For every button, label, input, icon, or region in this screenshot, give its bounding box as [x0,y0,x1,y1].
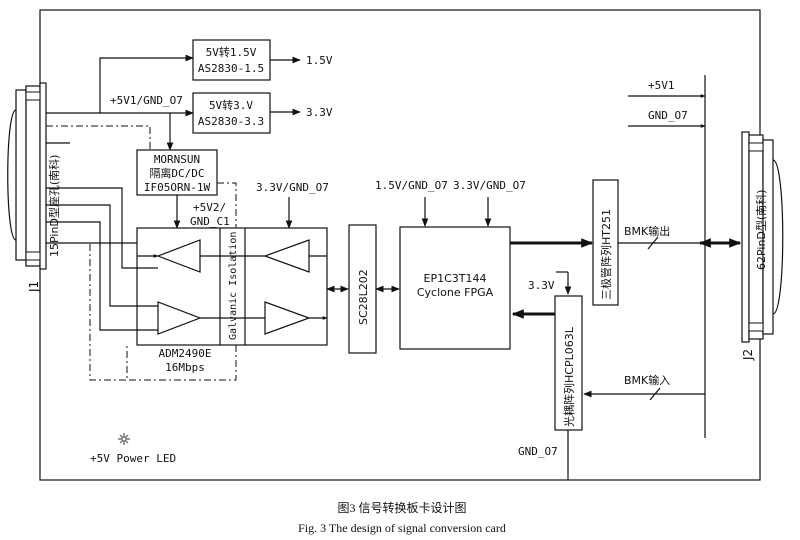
j1-connector [7,82,47,270]
j2-connector-label: 62PinD型(南科) [754,190,768,270]
reg-3v3-output: 3.3V [306,106,333,119]
power-led-icon [118,433,130,445]
adm-name: ADM2490E [159,347,212,360]
dcdc-box [136,149,218,196]
opto-array-label: 光耦阵列HCPL063L [562,326,576,427]
power-led-label: +5V Power LED [90,452,176,465]
caption-en: Fig. 3 The design of signal conversion c… [298,521,506,535]
j2-label: J2 [741,349,755,361]
opto-supply-label: 3.3V [528,279,555,292]
dcdc-line3: IF05ORN-1W [144,181,211,194]
dcdc-line2: 隔离DC/DC [149,166,204,180]
j2-connector [741,131,784,343]
dcdc-line1: MORNSUN [154,153,200,166]
j1-label: J1 [27,281,41,293]
reg-3v3-line2: AS2830-3.3 [198,115,264,128]
fpga-supply-1v5: 1.5V/GND_O7 [375,179,448,192]
adm-speed: 16Mbps [165,361,205,374]
dcdc-output-line1: +5V2/ [193,201,226,214]
j1-connector-label: 15PinD型座孔(南科) [47,155,61,257]
dcdc-output-line2: GND_C1 [190,215,230,228]
iso-supply-label: 3.3V/GND_O7 [256,181,329,194]
transistor-array-label: 三极管阵列HT251 [599,209,613,300]
opto-array-box [554,295,583,431]
gnd-bottom-label: GND_O7 [518,445,558,458]
reg-1v5-output: 1.5V [306,54,333,67]
fpga-supply-3v3: 3.3V/GND_O7 [453,179,526,192]
reg-1v5-line2: AS2830-1.5 [198,62,264,75]
sc28l202-label: SC28L202 [357,269,370,325]
transistor-array-box [592,179,619,306]
fpga-line1: EP1C3T144 [424,272,487,285]
reg-3v3-line1: 5V转3.V [209,98,253,112]
bmk-input-label: BMK输入 [624,373,670,387]
rail-label: +5V1/GND_O7 [110,94,183,107]
fpga-box [399,226,511,350]
reg-1v5-box [192,39,271,81]
buffer-tx-left [157,301,202,335]
galvanic-isolation-label: Galvanic Isolation [228,232,239,340]
bmk-output-label: BMK输出 [624,224,670,238]
reg-1v5-line1: 5V转1.5V [206,45,257,59]
plus-5v1-label: +5V1 [648,79,675,92]
caption-cn: 图3 信号转换板卡设计图 [337,500,466,515]
reg-3v3-box [192,92,271,134]
fpga-line2: Cyclone FPGA [417,286,494,299]
gnd-o7-right-label: GND_O7 [648,109,688,122]
sc28l202-box [348,224,377,354]
